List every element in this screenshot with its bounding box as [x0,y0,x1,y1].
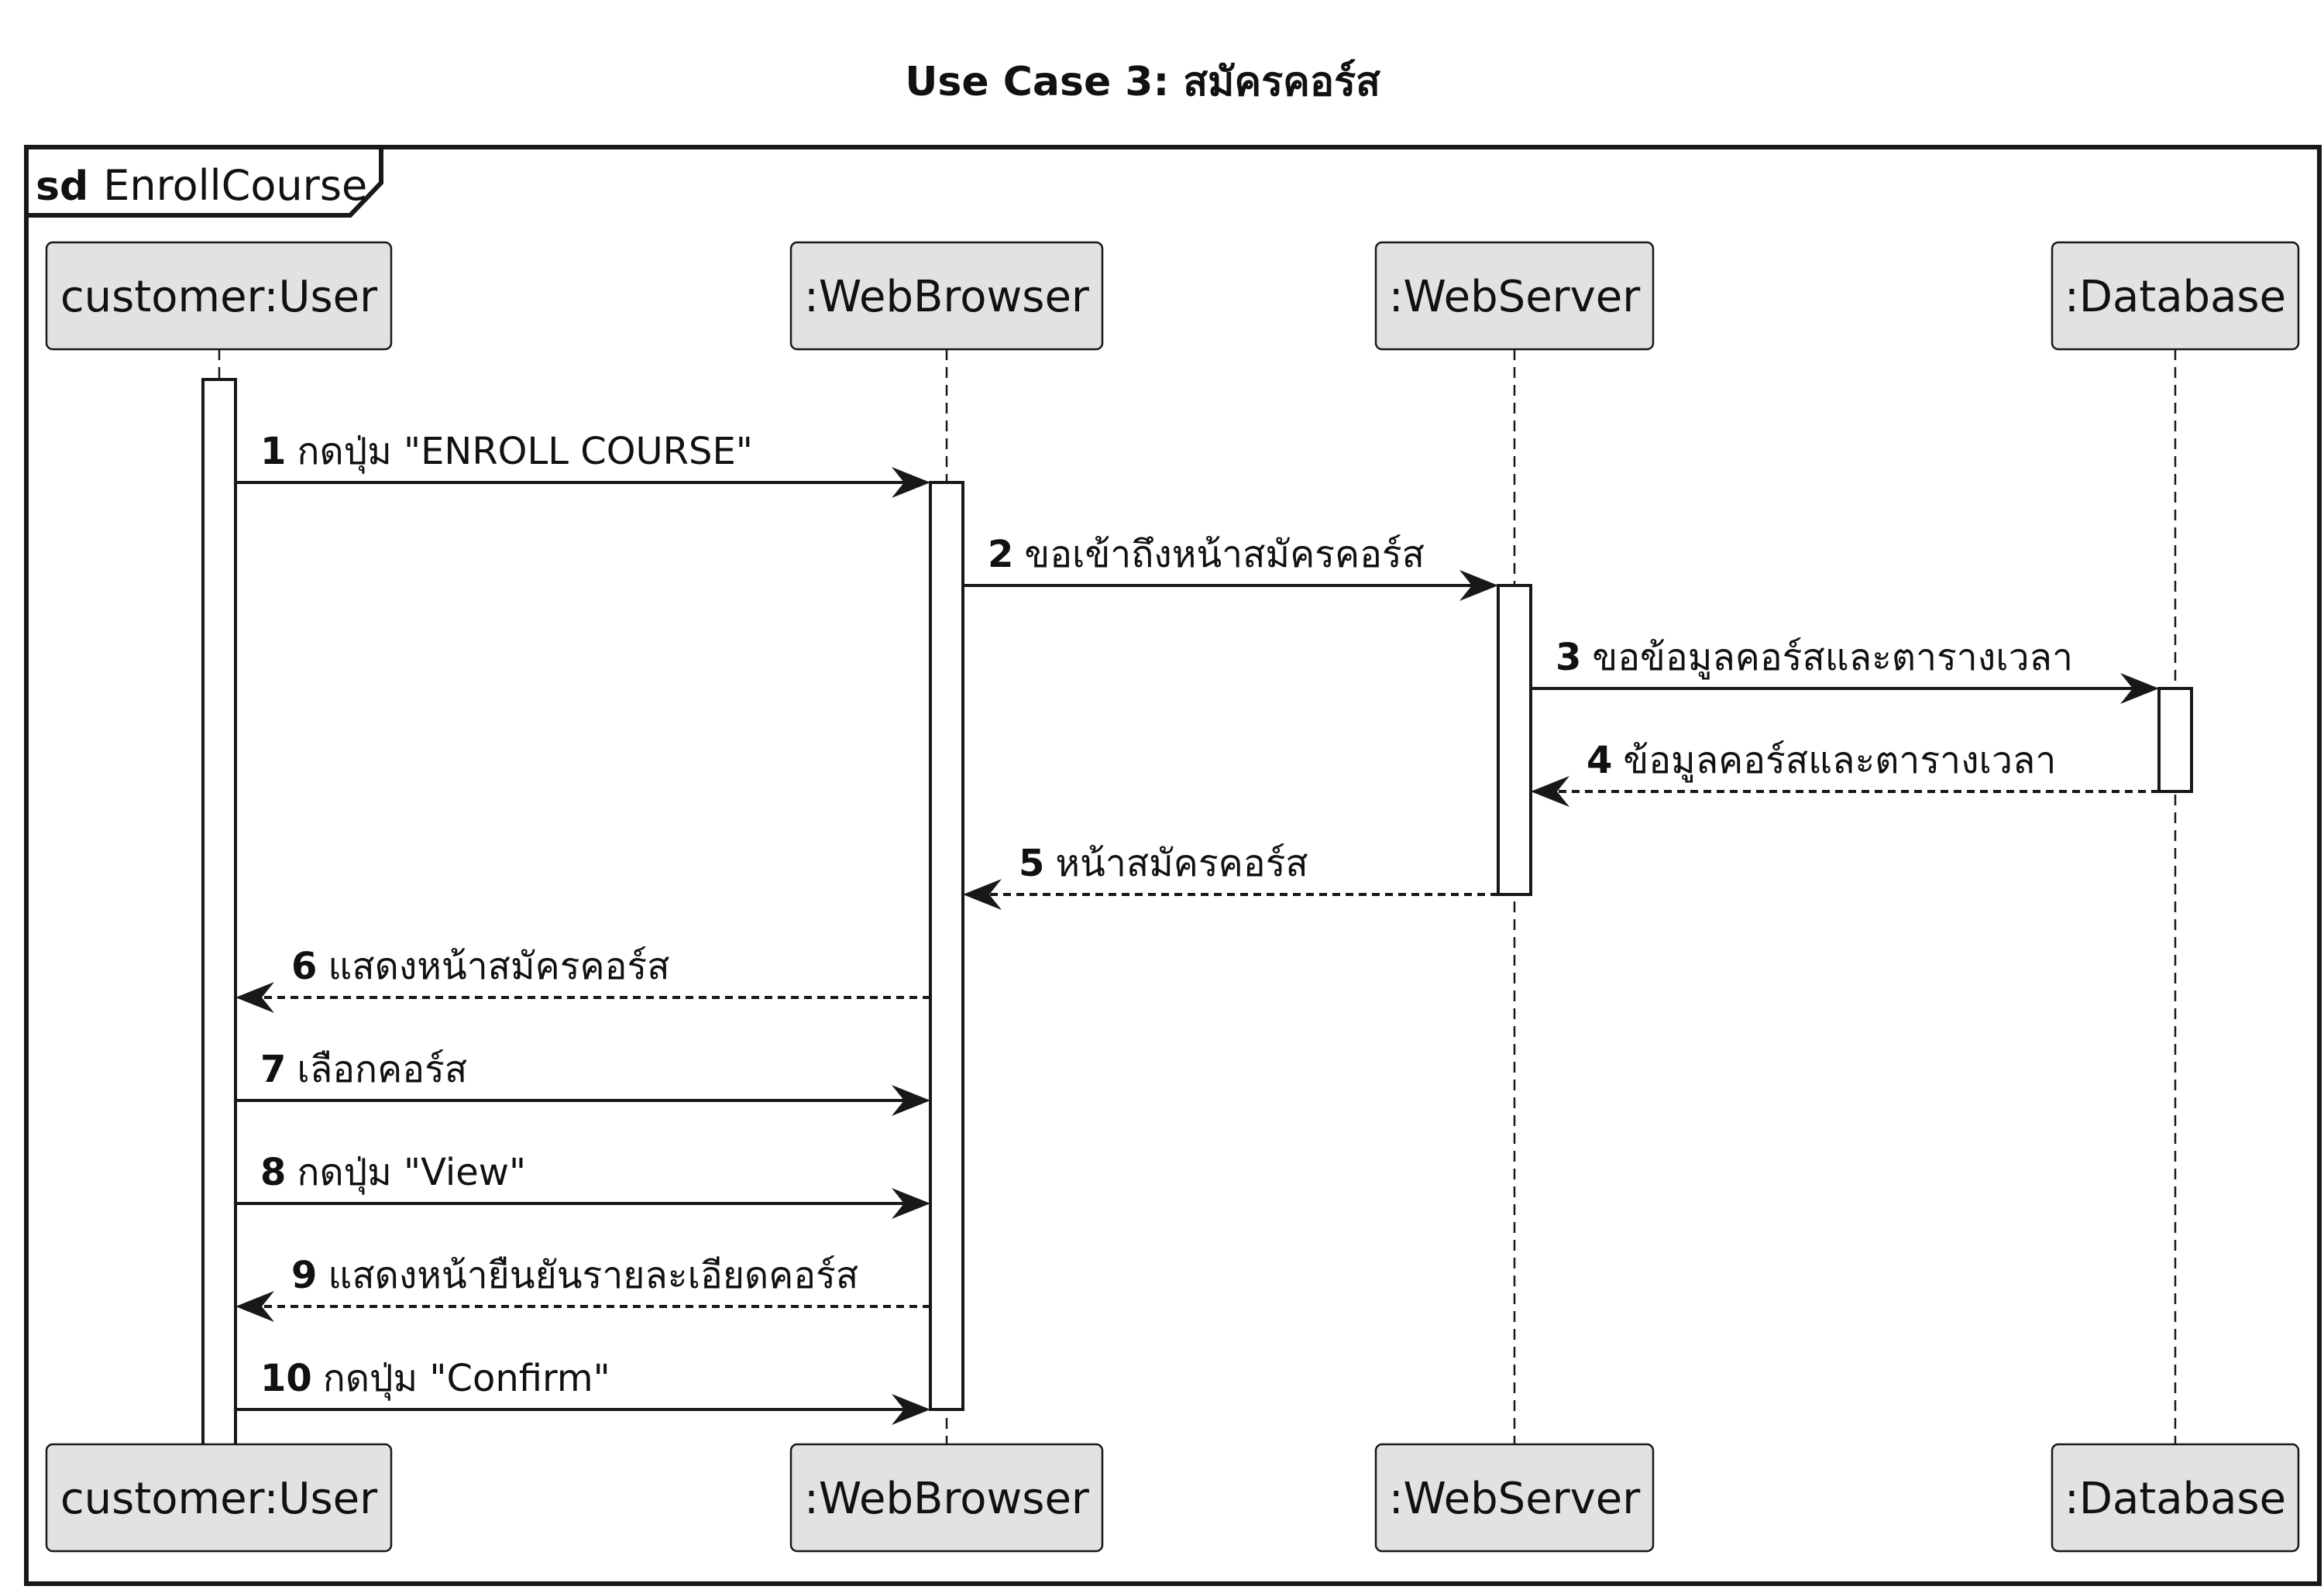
message-6: 6 แสดงหน้าสมัครคอร์ส [235,945,930,1013]
message-7: 7 เลือกคอร์ส [235,1048,930,1116]
arrow-head [892,1085,930,1116]
messages: 1 กดปุ่ม "ENROLL COURSE" 2 ขอเข้าถึงหน้าสมั… [235,430,2159,1425]
message-number: 1 [260,430,286,473]
participant-box [2051,241,2300,351]
participant-box [789,1443,1104,1553]
frame-keyword: sd [36,163,88,210]
activation-bars [201,378,2193,1514]
message-5: 5 หน้าสมัครคอร์ส [963,842,1498,910]
participant-label: :WebBrowser [804,272,1090,322]
message-number: 7 [260,1048,286,1091]
participant-browser-top: :WebBrowser [789,241,1104,351]
participant-box [45,1443,393,1553]
activation-bar-db [2157,687,2193,793]
participant-box [2051,1443,2300,1553]
message-2: 2 ขอเข้าถึงหน้าสมัครคอร์ส [963,533,1498,601]
message-text: แสดงหน้าสมัครคอร์ส [328,945,669,988]
participant-browser-bottom: :WebBrowser [789,1443,1104,1553]
participant-box [1374,1443,1655,1553]
arrow-head [2120,673,2159,704]
message-label: 7 เลือกคอร์ส [260,1048,467,1091]
arrow-head [235,982,274,1013]
participant-label: :Database [2064,272,2286,322]
frame-tab [26,147,383,218]
message-label: 3 ขอข้อมูลคอร์สและตารางเวลา [1556,636,2073,680]
message-number: 9 [291,1254,317,1297]
message-text: ขอข้อมูลคอร์สและตารางเวลา [1592,636,2073,680]
arrow-head [1459,570,1498,601]
participant-server-bottom: :WebServer [1374,1443,1655,1553]
message-9: 9 แสดงหน้ายืนยันรายละเอียดคอร์ส [235,1254,930,1322]
message-4: 4 ข้อมูลคอร์สและตารางเวลา [1531,739,2159,807]
message-label: 10 กดปุ่ม "Confirm" [260,1357,610,1401]
message-number: 10 [260,1357,312,1400]
participant-boxes: customer:User :WebBrowser :WebServer :Datab… [45,241,2300,1553]
svg-text:sd EnrollCourse: sd EnrollCourse [36,161,367,210]
message-text: แสดงหน้ายืนยันรายละเอียดคอร์ส [328,1254,858,1297]
message-label: 9 แสดงหน้ายืนยันรายละเอียดคอร์ส [291,1254,858,1297]
message-label: 2 ขอเข้าถึงหน้าสมัครคอร์ส [988,533,1425,576]
message-label: 6 แสดงหน้าสมัครคอร์ส [291,945,670,988]
message-text: ข้อมูลคอร์สและตารางเวลา [1623,739,2056,783]
message-text: หน้าสมัครคอร์ส [1055,842,1308,885]
message-label: 4 ข้อมูลคอร์สและตารางเวลา [1587,739,2056,783]
participant-box [45,241,393,351]
frame: sd EnrollCourse [24,145,2322,1586]
participant-label: :WebServer [1389,1474,1642,1524]
message-text: ขอเข้าถึงหน้าสมัครคอร์ส [1024,533,1425,576]
activation-bar-user [201,378,237,1514]
message-text: กดปุ่ม "ENROLL COURSE" [297,430,752,474]
participant-box [789,241,1104,351]
arrow-head [892,1394,930,1425]
participant-label: :WebBrowser [804,1474,1090,1524]
message-3: 3 ขอข้อมูลคอร์สและตารางเวลา [1531,636,2159,704]
participant-user-top: customer:User [45,241,393,351]
message-text: เลือกคอร์ส [297,1048,467,1091]
message-8: 8 กดปุ่ม "View" [235,1151,930,1219]
participant-user-bottom: customer:User [45,1443,393,1553]
message-number: 8 [260,1151,286,1194]
message-10: 10 กดปุ่ม "Confirm" [235,1357,930,1425]
arrow-head [892,1188,930,1219]
participant-box [1374,241,1655,351]
participant-db-top: :Database [2051,241,2300,351]
arrow-head [892,467,930,498]
participant-label: customer:User [60,1474,378,1524]
message-number: 3 [1556,636,1581,679]
message-label: 5 หน้าสมัครคอร์ส [1019,842,1308,885]
frame-name: EnrollCourse [103,161,367,210]
activation-bar-server [1497,584,1532,896]
diagram-title: Use Case 3: สมัครคอร์ส [905,59,1380,105]
message-number: 2 [988,533,1013,576]
activation-bar-browser [929,481,964,1411]
frame-border [24,145,2322,1586]
message-number: 6 [291,945,317,988]
message-1: 1 กดปุ่ม "ENROLL COURSE" [235,430,930,498]
participant-label: customer:User [60,272,378,322]
participant-server-top: :WebServer [1374,241,1655,351]
message-text: กดปุ่ม "View" [297,1151,526,1195]
message-number: 4 [1587,739,1612,782]
arrow-head [235,1291,274,1322]
message-label: 1 กดปุ่ม "ENROLL COURSE" [260,430,753,474]
message-text: กดปุ่ม "Confirm" [323,1357,610,1401]
message-number: 5 [1019,842,1044,885]
message-label: 8 กดปุ่ม "View" [260,1151,526,1195]
participant-db-bottom: :Database [2051,1443,2300,1553]
participant-label: :WebServer [1389,272,1642,322]
arrow-head [1531,776,1569,807]
arrow-head [963,879,1002,910]
participant-label: :Database [2064,1474,2286,1524]
